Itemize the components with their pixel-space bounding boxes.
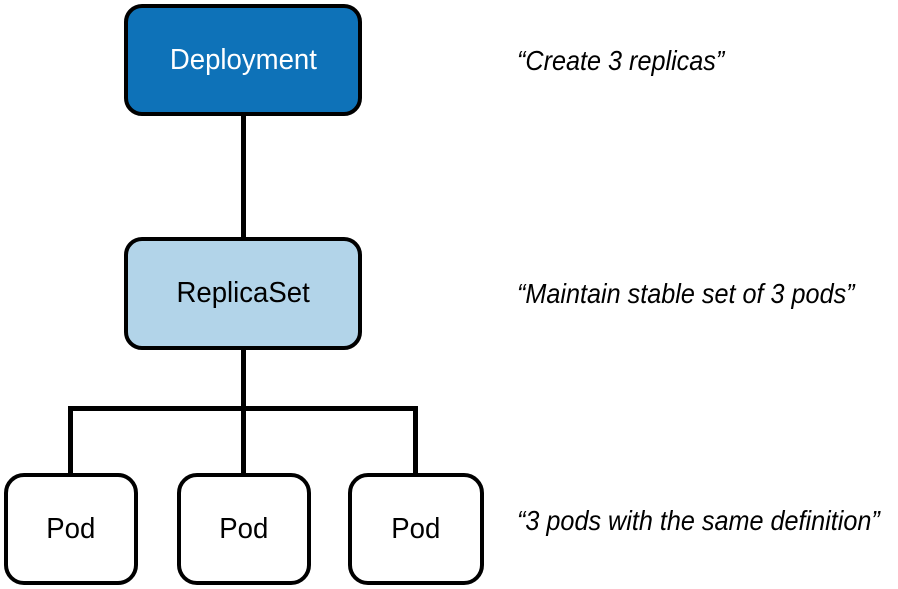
connector-drop-pod-1	[68, 406, 73, 475]
node-deployment: Deployment	[124, 4, 362, 116]
connector-drop-pod-3	[413, 406, 418, 475]
connector-pods-horizontal-bar	[68, 406, 418, 411]
annotation-pods: “3 pods with the same definition”	[517, 505, 880, 536]
connector-deployment-replicaset	[241, 114, 246, 239]
node-pod-1: Pod	[4, 473, 138, 585]
node-deployment-label: Deployment	[169, 43, 317, 76]
node-pod-2-label: Pod	[219, 512, 269, 545]
node-pod-3: Pod	[348, 473, 484, 585]
node-pod-3-label: Pod	[391, 512, 441, 545]
annotation-replicaset: “Maintain stable set of 3 pods”	[517, 278, 855, 309]
node-pod-2: Pod	[177, 473, 311, 585]
connector-replicaset-pods-stem	[241, 348, 246, 475]
annotation-deployment: “Create 3 replicas”	[517, 45, 725, 76]
node-replicaset: ReplicaSet	[124, 237, 362, 350]
node-pod-1-label: Pod	[46, 512, 96, 545]
node-replicaset-label: ReplicaSet	[176, 277, 310, 309]
